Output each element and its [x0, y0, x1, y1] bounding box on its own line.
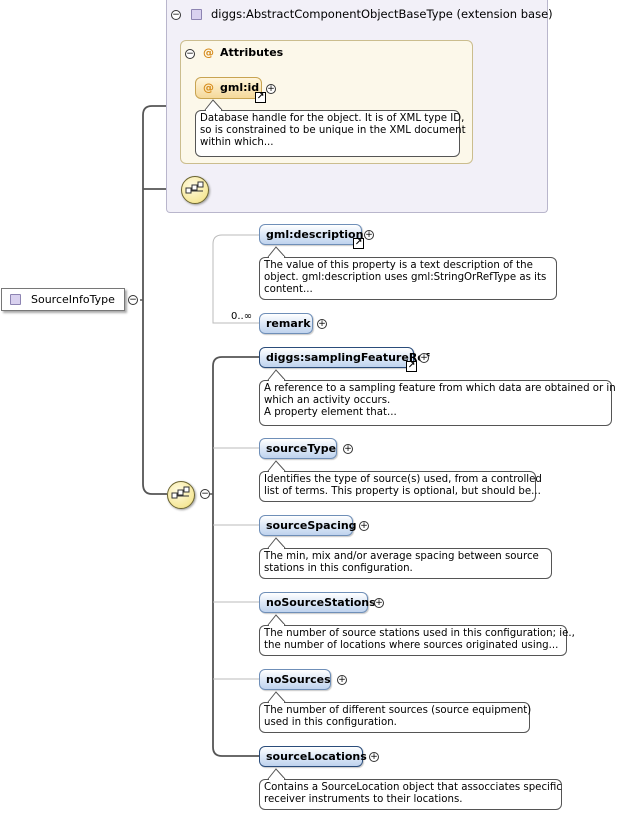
- expand-element-icon[interactable]: +: [337, 675, 347, 685]
- sequence-compositor-icon[interactable]: [167, 481, 195, 509]
- element-nosourcestations[interactable]: noSourceStations: [259, 592, 376, 613]
- expand-element-icon[interactable]: +: [343, 444, 353, 454]
- attribute-gml-id[interactable]: [195, 77, 262, 99]
- element-sourcetype[interactable]: sourceType: [259, 438, 337, 459]
- expand-element-icon[interactable]: +: [317, 319, 327, 329]
- element-annotation: Contains a SourceLocation object that as…: [259, 779, 562, 810]
- attributes-title: Attributes: [220, 46, 284, 59]
- element-sourcespacing[interactable]: sourceSpacing: [259, 515, 357, 536]
- element-annotation: The min, mix and/or average spacing betw…: [259, 548, 552, 579]
- expand-element-icon[interactable]: +: [374, 598, 384, 608]
- element-gml-description[interactable]: gml:description: [259, 224, 363, 245]
- root-type-box[interactable]: [1, 288, 125, 311]
- expand-element-icon[interactable]: +: [369, 752, 379, 762]
- reference-arrow-icon: ↗: [406, 361, 417, 372]
- element-remark[interactable]: remark: [259, 313, 313, 334]
- element-annotation: The number of source stations used in th…: [259, 625, 575, 656]
- expand-attribute-icon[interactable]: +: [266, 84, 276, 94]
- attribute-name: gml:id: [220, 81, 260, 94]
- complex-type-icon: [191, 9, 202, 20]
- root-type-name: SourceInfoType: [31, 293, 115, 306]
- expand-element-icon[interactable]: +: [359, 521, 369, 531]
- element-sourcelocations[interactable]: sourceLocations: [259, 746, 367, 767]
- reference-arrow-icon: ↗: [255, 92, 266, 103]
- element-annotation: The number of different sources (source …: [259, 702, 531, 733]
- collapse-root-icon[interactable]: −: [128, 295, 138, 305]
- element-diggs-samplingfeatureref[interactable]: diggs:samplingFeatureRef: [259, 347, 430, 368]
- attribute-annotation: Database handle for the object. It is of…: [195, 110, 466, 157]
- element-nosources[interactable]: noSources: [259, 669, 331, 690]
- reference-arrow-icon: ↗: [353, 238, 364, 249]
- extension-title: diggs:AbstractComponentObjectBaseType (e…: [211, 7, 553, 21]
- complex-type-icon: [10, 294, 21, 305]
- expand-element-icon[interactable]: +: [364, 230, 374, 240]
- sequence-compositor-icon[interactable]: [181, 176, 209, 204]
- collapse-attributes-icon[interactable]: −: [185, 49, 195, 59]
- element-annotation: The value of this property is a text des…: [259, 257, 557, 300]
- expand-element-icon[interactable]: +: [419, 353, 429, 363]
- collapse-extension-icon[interactable]: −: [171, 10, 181, 20]
- attribute-at-icon: @: [203, 46, 214, 59]
- attribute-at-icon: @: [203, 81, 214, 94]
- element-annotation: Identifies the type of source(s) used, f…: [259, 471, 542, 502]
- multiplicity-label: 0..∞: [231, 311, 253, 322]
- collapse-sequence-icon[interactable]: −: [200, 489, 210, 499]
- element-annotation: A reference to a sampling feature from w…: [259, 380, 616, 426]
